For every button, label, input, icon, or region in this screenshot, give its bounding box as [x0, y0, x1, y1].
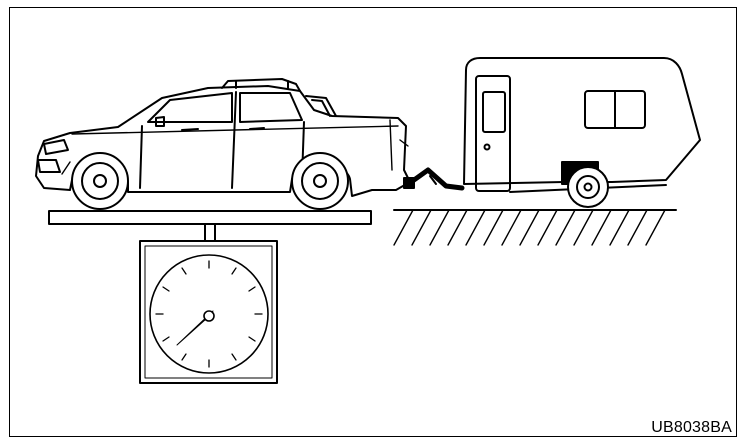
tow-coupling: [414, 170, 462, 188]
pickup-truck-icon: [36, 79, 414, 209]
camper-trailer-icon: [464, 58, 700, 207]
figure-code-label: UB8038BA: [651, 419, 732, 437]
ground-hatch: [394, 210, 676, 245]
weighing-scale-icon: [49, 211, 371, 383]
